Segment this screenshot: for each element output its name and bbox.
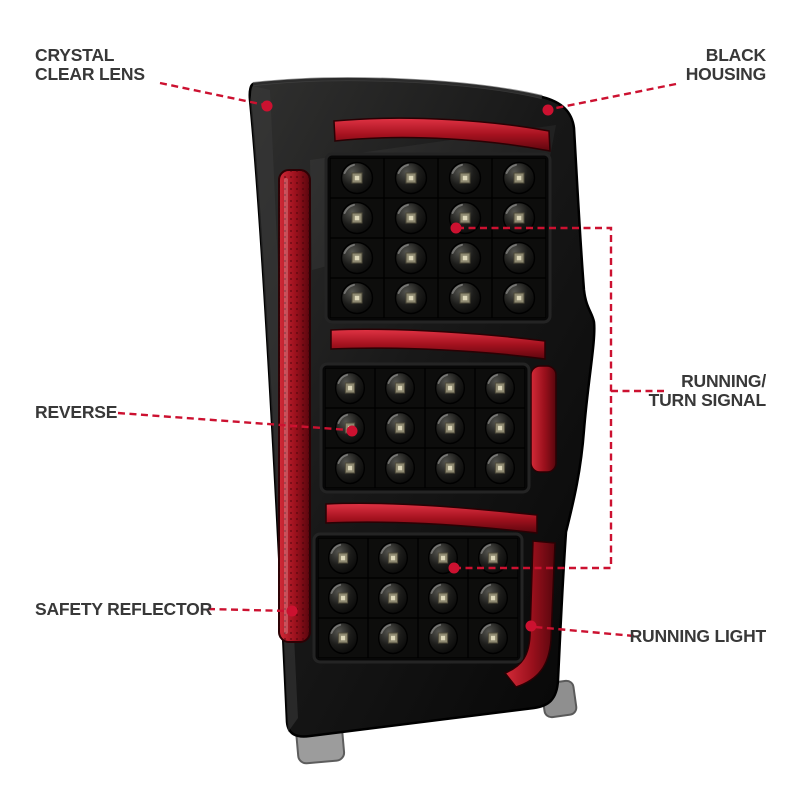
callout-text-line: RUNNING LIGHT — [629, 626, 767, 646]
red-light-bars — [325, 117, 557, 688]
housing-top-highlight — [252, 77, 543, 99]
label-safety-reflector: SAFETY REFLECTOR — [35, 600, 212, 619]
red-bar-middle-lower — [325, 502, 538, 534]
callout-text-line: REVERSE — [35, 402, 118, 422]
callout-dots — [261, 100, 554, 632]
dot-black-housing — [542, 104, 554, 116]
label-reverse: REVERSE — [35, 403, 117, 422]
dot-running-light — [525, 620, 537, 632]
led-panel-top — [324, 152, 552, 324]
callout-text-line: SAFETY REFLECTOR — [35, 599, 213, 619]
led-panel-bottom — [312, 532, 524, 664]
callout-text-line: BLACK — [705, 45, 766, 65]
leader-black-housing — [550, 82, 677, 111]
taillight — [248, 77, 596, 765]
leader-running-light — [534, 625, 635, 638]
dot-safety-reflector — [286, 605, 298, 617]
callout-text-line: RUNNING/ — [681, 371, 766, 391]
callout-text-line: CRYSTAL — [35, 45, 115, 65]
red-bar-top — [333, 117, 551, 152]
dot-running-turn-signal-bottom — [448, 562, 460, 574]
callout-text-line: CLEAR LENS — [35, 64, 145, 84]
label-black-housing: BLACK HOUSING — [686, 46, 766, 84]
led-panel-middle — [319, 362, 531, 494]
red-bar-right-middle — [530, 365, 557, 473]
leader-reverse — [117, 411, 350, 432]
label-running-light: RUNNING LIGHT — [629, 626, 767, 646]
red-bar-right-bottom — [503, 540, 556, 688]
leader-crystal-clear-lens — [159, 81, 266, 107]
side-reflector — [278, 169, 311, 643]
callout-text-line: HOUSING — [685, 64, 766, 84]
leader-running-turn-signal — [457, 226, 664, 570]
dot-reverse — [346, 425, 358, 437]
dot-running-turn-signal-top — [450, 222, 462, 234]
dot-crystal-clear-lens — [261, 100, 273, 112]
label-running-turn-signal: RUNNING/ TURN SIGNAL — [648, 371, 767, 410]
red-bar-middle-upper — [330, 328, 546, 360]
callout-text-line: TURN SIGNAL — [648, 390, 767, 410]
label-crystal-clear-lens: CRYSTAL CLEAR LENS — [35, 46, 145, 84]
leader-safety-reflector — [207, 607, 289, 613]
leader-lines — [117, 81, 677, 638]
